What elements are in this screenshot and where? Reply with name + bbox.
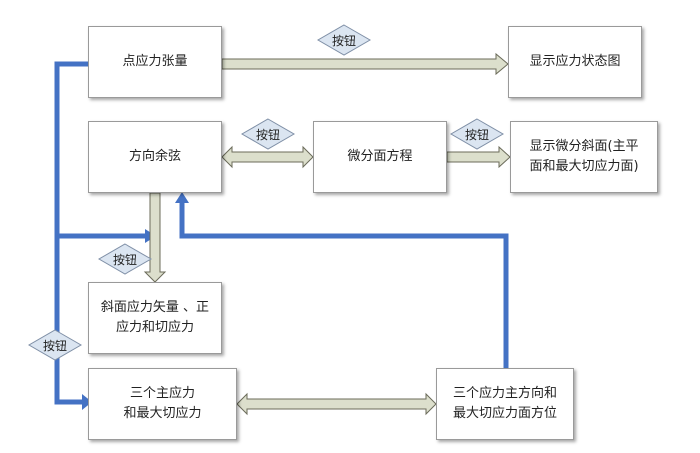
blue-line-tensor-to-principal <box>54 61 88 405</box>
button-top-diamond <box>316 24 372 56</box>
button-left-label: 按钮 <box>43 338 67 353</box>
arrowhead-principal <box>82 394 92 410</box>
arrowhead-cosine <box>175 192 189 203</box>
box-direction-cosine-label: 方向余弦 <box>128 149 181 164</box>
box-principal-stress: 三个主应力 和最大切应力 <box>88 368 237 440</box>
box-point-stress-tensor-label: 点应力张量 <box>122 54 188 69</box>
box-direction-cosine: 方向余弦 <box>88 121 222 193</box>
button-left-diamond <box>27 329 83 361</box>
button-middle-left-diamond <box>240 118 296 150</box>
box-inclined-stress-line2: 应力和切应力 <box>115 320 194 335</box>
box-show-stress-state-label: 显示应力状态图 <box>529 54 621 69</box>
box-show-micro-plane-line1: 显示微分斜面(主平 <box>529 139 639 154</box>
button-middle-left[interactable]: 按钮 <box>240 118 296 150</box>
button-left[interactable]: 按钮 <box>27 329 83 361</box>
box-inclined-stress: 斜面应力矢量 、正 应力和切应力 <box>88 282 222 354</box>
button-top-label: 按钮 <box>332 33 356 48</box>
box-principal-directions-line1: 三个应力主方向和 <box>452 386 557 401</box>
button-lower-diamond <box>97 243 153 275</box>
blue-connectors <box>54 61 509 405</box>
button-middle-right-label: 按钮 <box>465 127 489 142</box>
box-principal-stress-line1: 三个主应力 <box>129 386 195 401</box>
button-middle-left-label: 按钮 <box>256 127 280 142</box>
box-point-stress-tensor: 点应力张量 <box>88 26 222 98</box>
gray-arrows <box>143 52 511 416</box>
box-show-micro-plane: 显示微分斜面(主平 面和最大切应力面) <box>510 121 658 193</box>
box-principal-directions-line2: 最大切应力面方位 <box>452 406 557 421</box>
arrow-tensor-to-state <box>221 52 509 76</box>
box-micro-plane-equation-label: 微分面方程 <box>347 149 413 164</box>
button-lower-label: 按钮 <box>113 252 137 267</box>
box-inclined-stress-line1: 斜面应力矢量 、正 <box>100 300 210 315</box>
arrow-micro-to-show <box>446 145 511 169</box>
box-show-micro-plane-line2: 面和最大切应力面) <box>529 159 639 174</box>
button-middle-right-diamond <box>449 118 505 150</box>
button-lower[interactable]: 按钮 <box>97 243 153 275</box>
box-principal-directions: 三个应力主方向和 最大切应力面方位 <box>436 368 574 440</box>
box-principal-stress-line2: 和最大切应力 <box>123 406 202 421</box>
arrow-cosine-micro-double <box>221 145 314 169</box>
arrow-principal-double <box>236 392 437 416</box>
button-middle-right[interactable]: 按钮 <box>449 118 505 150</box>
blue-line-directions-to-cosine <box>179 200 509 368</box>
box-micro-plane-equation: 微分面方程 <box>313 121 447 193</box>
box-show-stress-state: 显示应力状态图 <box>508 26 642 98</box>
button-top[interactable]: 按钮 <box>316 24 372 56</box>
